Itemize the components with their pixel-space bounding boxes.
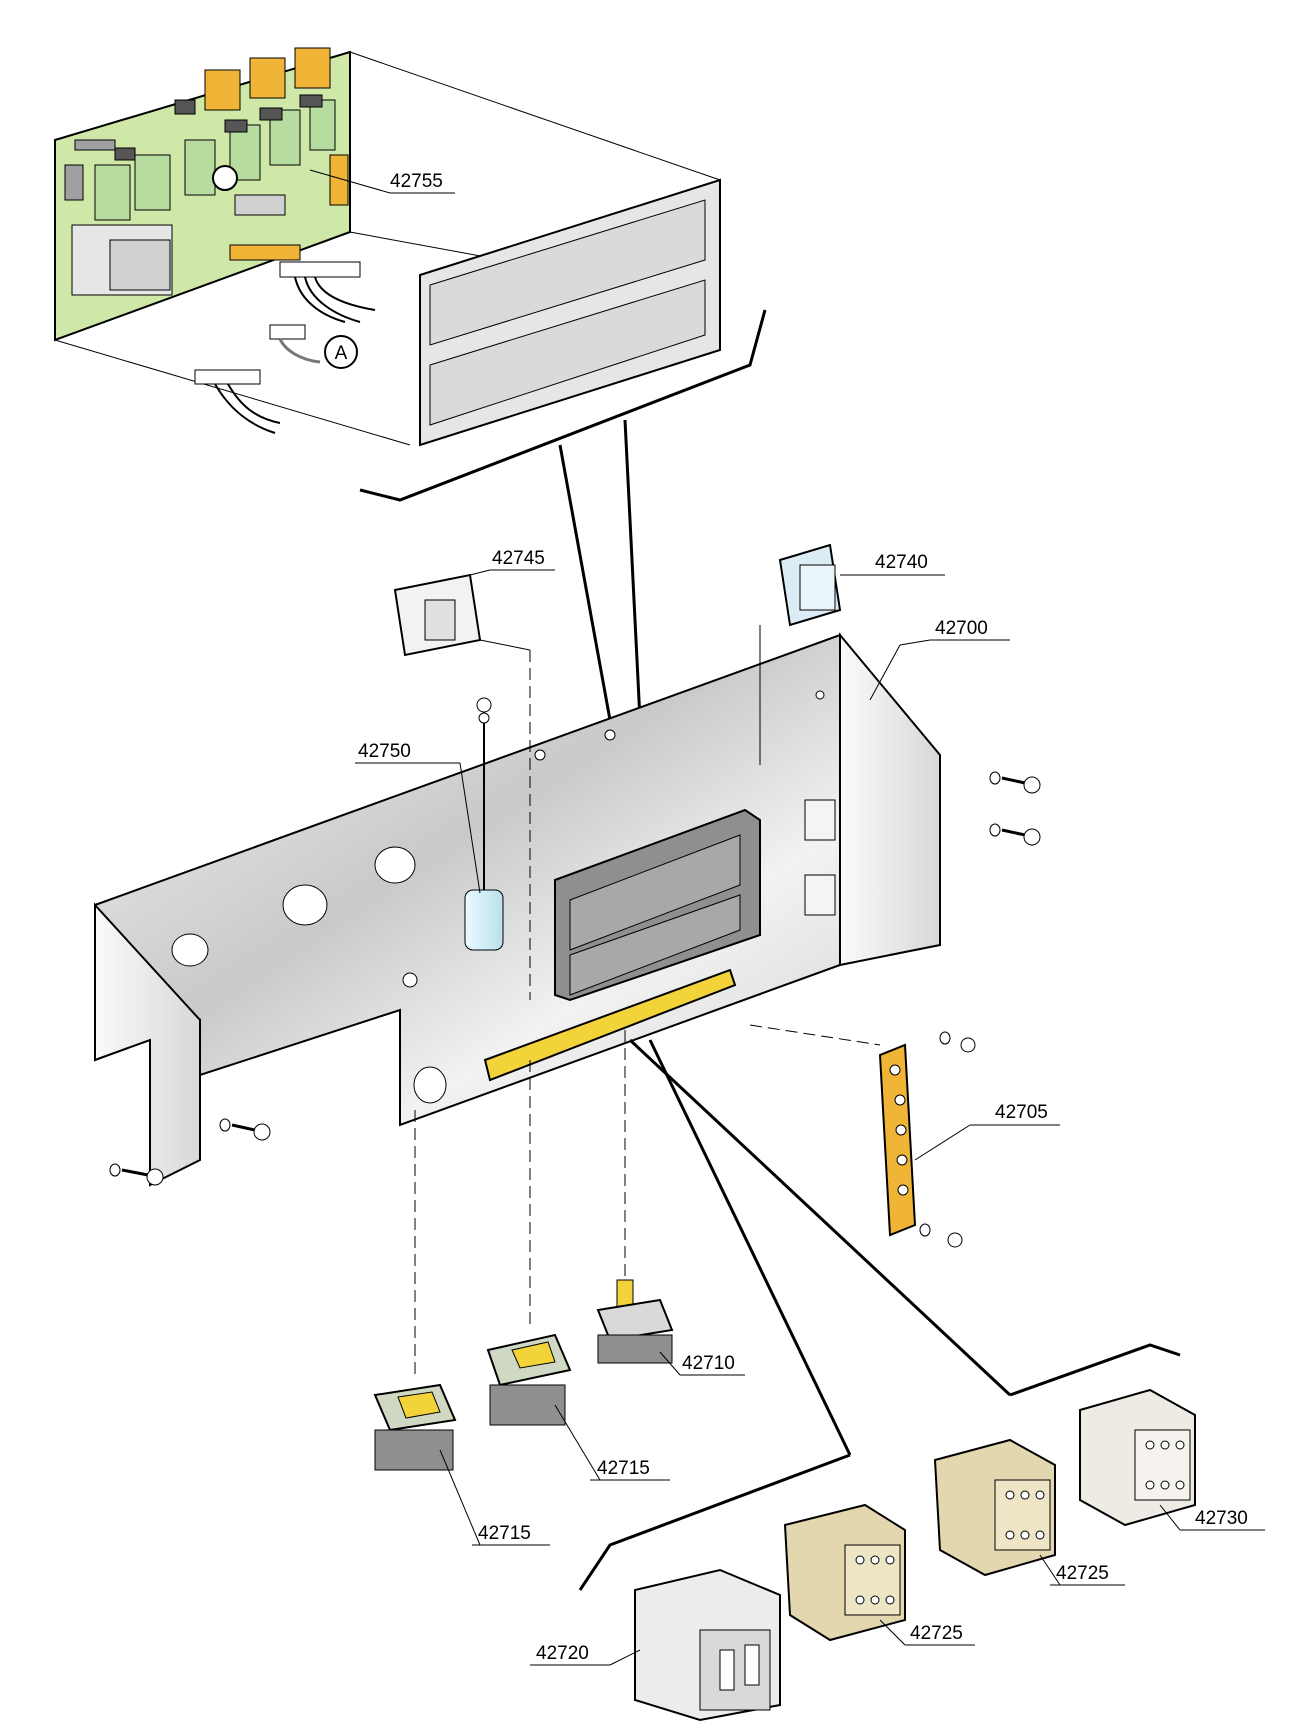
label-42725-mid: 42725 [910,1623,963,1644]
label-42745: 42745 [492,548,545,569]
rocker-switch: 42745 [393,548,555,1000]
back-panel-assembly: 42700 42750 [94,618,1041,1187]
label-42715-center: 42715 [597,1458,650,1479]
label-42740: 42740 [875,552,928,573]
standoff [464,889,504,951]
label-42750: 42750 [358,741,411,762]
right-flange [839,632,941,967]
right-screws [989,771,1041,846]
relay: 42740 [759,543,945,765]
terminal-strip: 42705 [749,1024,1060,1248]
left-screws [109,1118,271,1186]
label-42725-right: 42725 [1056,1563,1109,1584]
label-42720: 42720 [536,1643,589,1664]
callout-circle-a [324,335,358,369]
selector-switch-center: 42715 [486,1060,670,1481]
selector-switch-left: 42715 [373,1110,550,1546]
contactor-right-beige: 42725 [933,1438,1125,1586]
pcb-relay-block [94,164,131,221]
label-42715-left: 42715 [478,1523,531,1544]
contactor-large: 42720 [530,1568,781,1722]
label-42730: 42730 [1195,1508,1248,1529]
pcb-connector [279,261,361,278]
contactor-white: 42730 [1079,1388,1265,1531]
label-42710: 42710 [682,1353,735,1374]
left-flange [94,902,201,1187]
pcb-assembly: A 42755 [54,47,767,502]
contactor-mid: 42725 [783,1503,975,1646]
pushbutton: 42710 [596,1030,745,1376]
din-rail [483,968,737,1082]
label-42700: 42700 [935,618,988,639]
callout-a-label: A [335,343,348,364]
label-42705: 42705 [995,1102,1048,1123]
label-42755: 42755 [390,171,443,192]
